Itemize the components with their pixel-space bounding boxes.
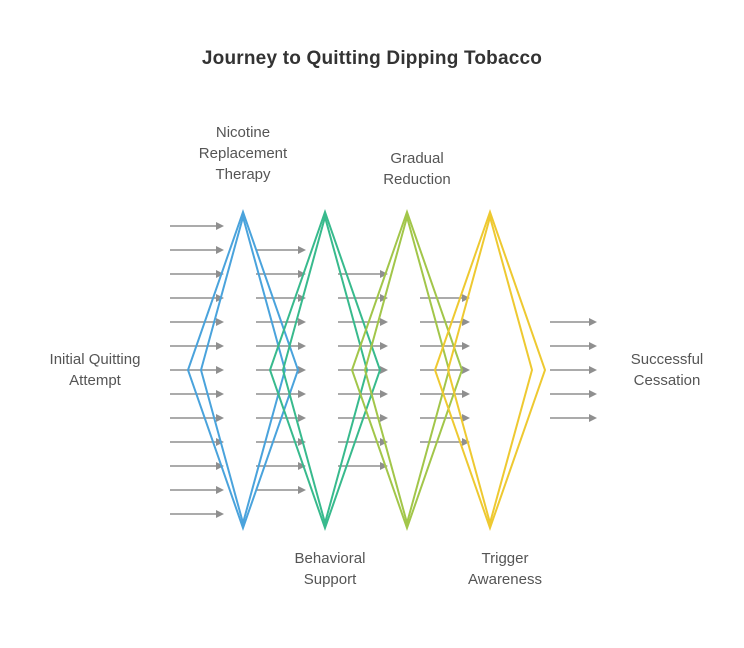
flow-arrow-head: [380, 462, 388, 470]
flow-arrow-head: [216, 318, 224, 326]
flow-arrow-head: [380, 414, 388, 422]
flow-arrow-head: [298, 318, 306, 326]
flow-arrow-head: [462, 294, 470, 302]
diamond-outer: [268, 208, 382, 532]
flow-arrow-head: [216, 390, 224, 398]
diamond-inner: [199, 213, 287, 527]
diamond-outer: [433, 208, 547, 532]
stage-diamond-4: [433, 208, 547, 532]
flow-arrow-head: [589, 390, 597, 398]
flow-arrow-head: [589, 414, 597, 422]
stage-diamond-1: [186, 208, 300, 532]
flow-arrow-head: [380, 318, 388, 326]
flow-arrow-head: [216, 486, 224, 494]
start-label: Initial Quitting Attempt: [49, 351, 141, 389]
flow-arrow-head: [216, 414, 224, 422]
flow-arrow-head: [216, 246, 224, 254]
flow-arrow-head: [589, 366, 597, 374]
flow-arrow-head: [298, 390, 306, 398]
flow-arrow-head: [216, 342, 224, 350]
flow-arrow-head: [216, 270, 224, 278]
flow-arrow-head: [298, 462, 306, 470]
stage-label-gradual-reduction: Gradual Reduction: [383, 150, 451, 188]
flow-arrow-head: [298, 342, 306, 350]
stage-diamond-2: [268, 208, 382, 532]
flow-arrow-head: [298, 246, 306, 254]
flow-arrow-head: [380, 342, 388, 350]
flow-arrow-head: [216, 222, 224, 230]
flow-arrow-head: [589, 318, 597, 326]
stage-label-trigger-awareness: Trigger Awareness: [468, 550, 542, 588]
flow-arrow-head: [589, 342, 597, 350]
flow-arrow-head: [298, 270, 306, 278]
stage-label-behavioral-support: Behavioral Support: [294, 550, 366, 588]
flow-arrow-head: [462, 342, 470, 350]
flow-arrow-head: [380, 366, 388, 374]
stage-label-nicotine-replacement-therapy: Nicotine Replacement Therapy: [198, 124, 288, 183]
flow-arrow-head: [462, 390, 470, 398]
end-label: Successful Cessation: [630, 351, 704, 389]
diamond-inner: [281, 213, 369, 527]
flow-arrow-head: [462, 318, 470, 326]
diamond-outer: [350, 208, 464, 532]
flow-arrow-head: [462, 438, 470, 446]
flow-arrow-head: [298, 414, 306, 422]
flow-arrow-head: [216, 510, 224, 518]
diamond-outer: [186, 208, 300, 532]
flow-arrow-head: [380, 390, 388, 398]
flow-arrow-head: [380, 270, 388, 278]
flow-arrow-head: [462, 414, 470, 422]
flow-arrow-head: [216, 462, 224, 470]
flow-arrow-head: [216, 366, 224, 374]
flow-arrow-head: [298, 366, 306, 374]
flow-arrow-head: [298, 486, 306, 494]
diagram-title: Journey to Quitting Dipping Tobacco: [201, 48, 543, 69]
flow-arrow-head: [462, 366, 470, 374]
diamond-inner: [446, 213, 534, 527]
